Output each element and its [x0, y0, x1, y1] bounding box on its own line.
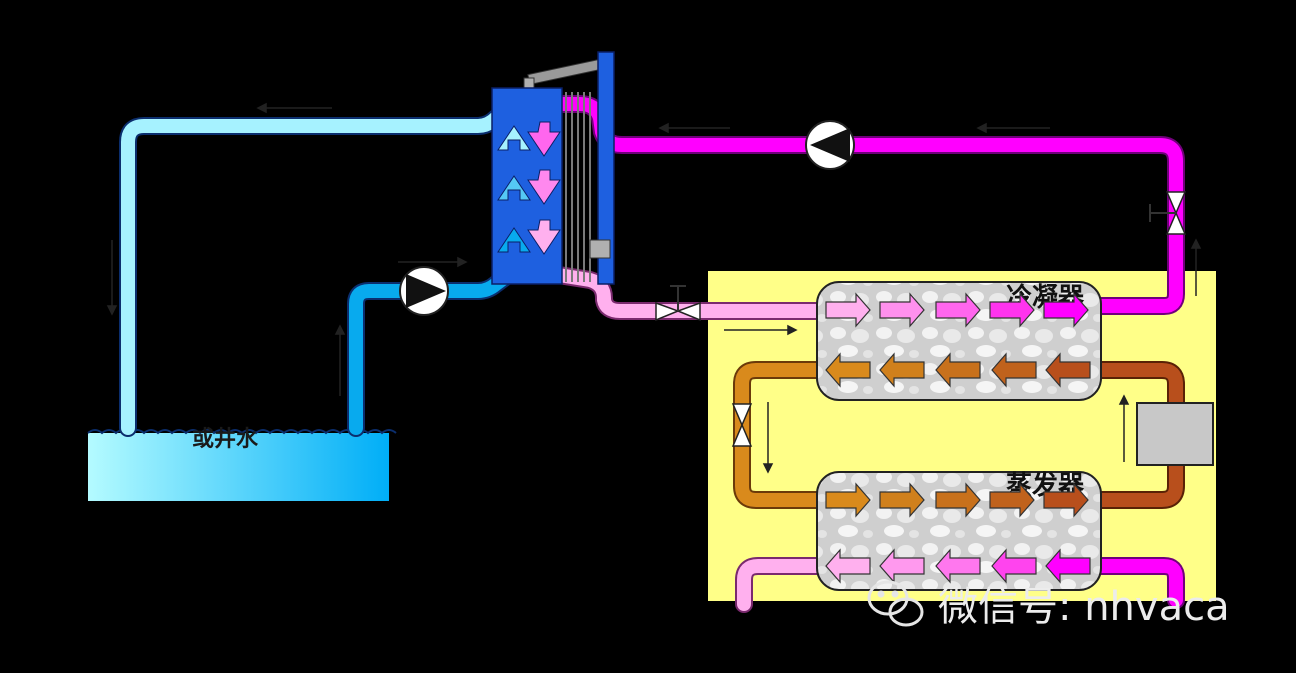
watermark-text: 微信号: nhvaca [938, 584, 1230, 630]
watermark: 微信号: nhvaca [867, 580, 1230, 630]
hot-loop-pipe [531, 95, 1185, 609]
well-water-pump [399, 266, 449, 316]
plate-heat-exchanger [491, 51, 615, 285]
expansion-valve [731, 403, 753, 447]
water-pool: 或井水 [87, 426, 397, 501]
hot-loop-pump [805, 120, 855, 170]
cool-water-pipe [119, 95, 521, 437]
condenser-flow-arrows [825, 292, 1091, 388]
evaporator-flow-arrows [825, 482, 1091, 584]
valve-hot-loop [1149, 191, 1187, 235]
wechat-icon [867, 580, 924, 627]
valve-warm-return [655, 285, 701, 322]
compressor-box [1136, 402, 1214, 466]
flow-direction-arrows [106, 102, 1202, 474]
water-source-label: 或井水 [192, 426, 259, 452]
warm-return-pipe [531, 263, 829, 613]
